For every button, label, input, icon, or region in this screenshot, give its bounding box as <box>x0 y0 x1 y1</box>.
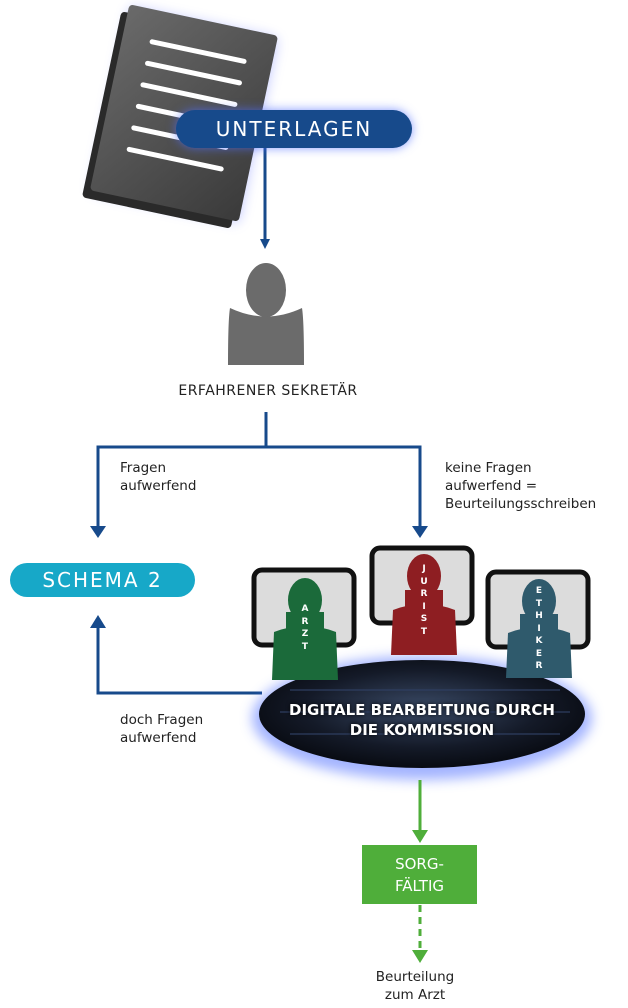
arzt-letter: A <box>301 604 309 614</box>
arrowhead-beurteilung <box>412 950 428 963</box>
arrowhead-sorgfaeltig <box>412 830 428 843</box>
arzt-letter: T <box>301 641 309 652</box>
arrowhead-fragen <box>90 526 106 538</box>
arrowhead-keine-fragen <box>412 526 428 538</box>
doch-fragen-label: doch Fragen aufwerfend <box>120 712 204 746</box>
arzt-letter: Z <box>301 629 309 639</box>
jurist-letter: I <box>422 601 426 612</box>
fragen-label: Fragen aufwerfend <box>120 460 197 494</box>
jurist-letter: J <box>422 564 426 574</box>
schema-2-pill: SCHEMA 2 <box>10 563 195 597</box>
figure-arzt <box>272 578 338 680</box>
ethiker-letter: I <box>537 623 541 634</box>
unterlagen-pill: UNTERLAGEN <box>176 110 412 148</box>
sorgfaeltig-box: SORG- FÄLTIG <box>362 845 477 904</box>
keyboard-texture <box>280 689 570 735</box>
arrow-doch-fragen <box>96 625 262 695</box>
keine-fragen-label: keine Fragen aufwerfend = Beurteilungssc… <box>445 460 597 512</box>
kommission-oval <box>259 660 585 768</box>
ethiker-letter: H <box>535 611 543 621</box>
figure-jurist <box>391 554 457 655</box>
beurteilung-label: Beurteilung zum Arzt <box>375 969 455 1003</box>
split-connector <box>96 412 422 528</box>
arzt-letter: R <box>301 616 309 627</box>
ethiker-letter: R <box>535 661 543 671</box>
jurist-letter: U <box>420 576 428 587</box>
jurist-letter: R <box>420 589 428 599</box>
figure-ethiker <box>506 579 572 678</box>
person-icon <box>228 263 304 365</box>
jurist-letter: S <box>420 614 428 624</box>
ethiker-letter: K <box>535 636 543 646</box>
arrowhead-doch-fragen <box>90 615 106 628</box>
kommission-label: DIGITALE BEARBEITUNG DURCH DIE KOMMISSIO… <box>289 701 555 739</box>
ethiker-letter: E <box>535 648 543 659</box>
jurist-letter: T <box>420 626 428 637</box>
sekretaer-label: ERFAHRENER SEKRETÄR <box>178 383 358 399</box>
ethiker-letter: E <box>535 586 543 596</box>
ethiker-letter: T <box>535 598 543 609</box>
document-icon <box>82 5 278 228</box>
